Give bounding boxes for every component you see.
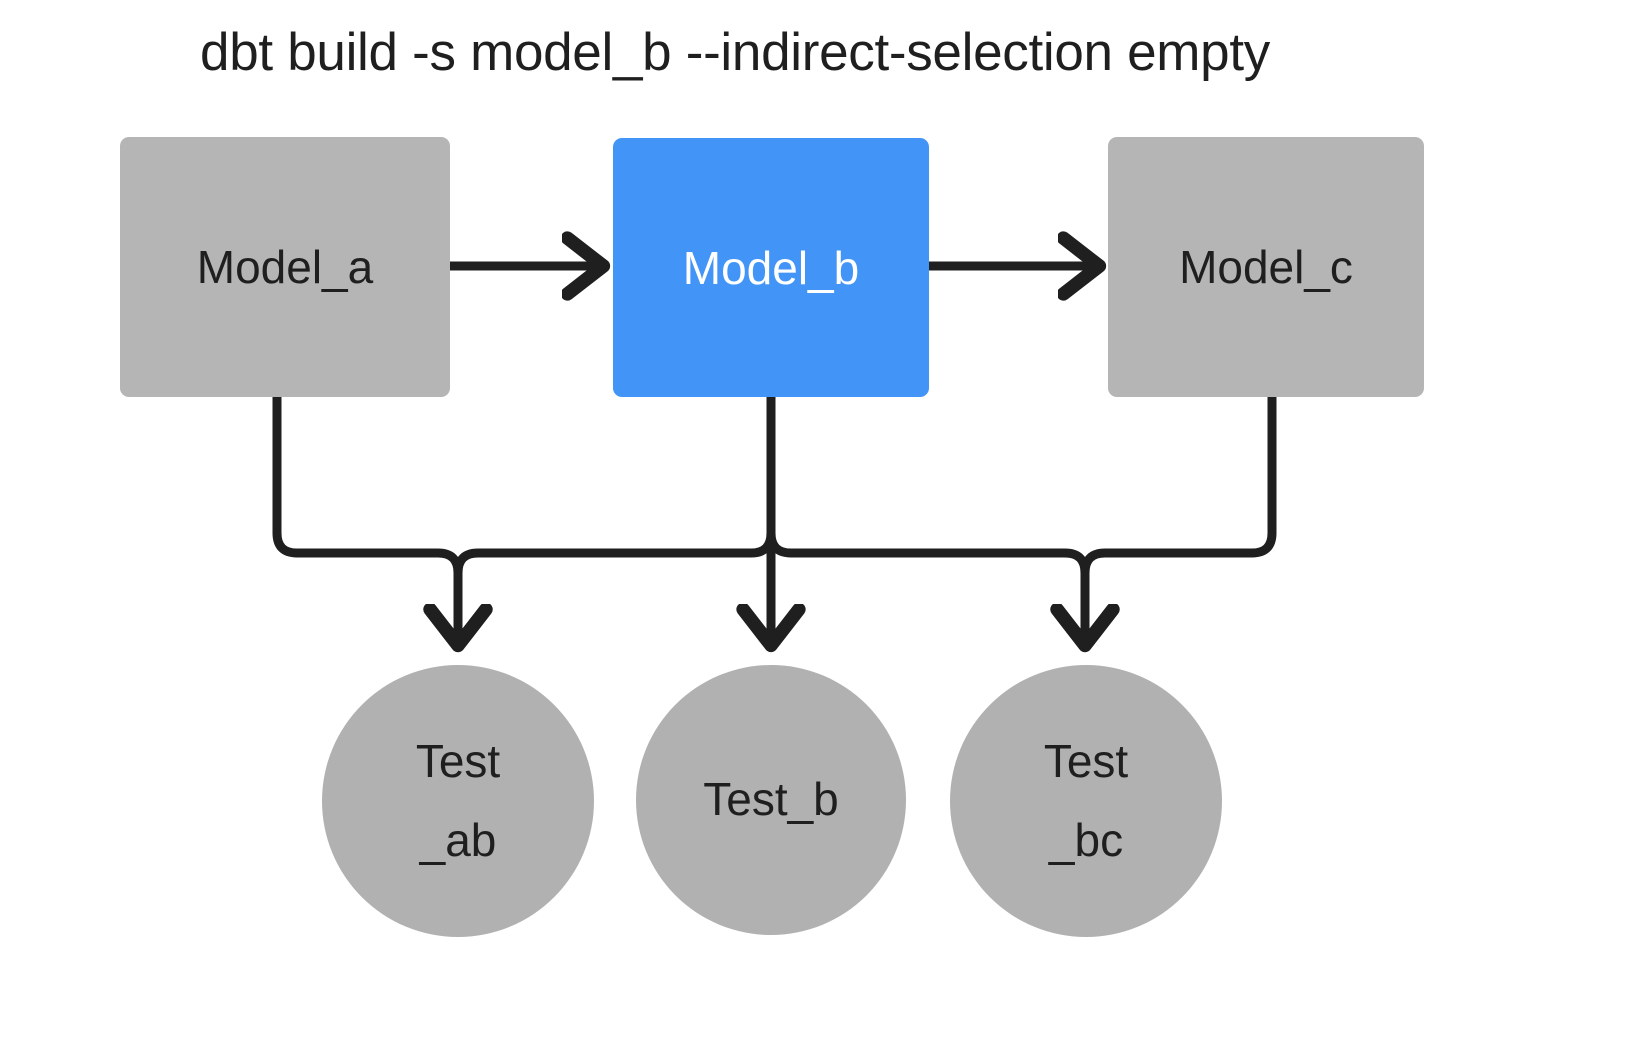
node-model-c-label: Model_c xyxy=(1179,241,1353,293)
edge-model-a-to-test-ab xyxy=(272,397,458,640)
edge-model-b-to-test-bc xyxy=(766,397,1085,640)
node-test-ab-label-line1: Test xyxy=(415,734,501,787)
node-test-bc-label-line2: _bc xyxy=(1048,814,1124,866)
node-model-c[interactable]: Model_c xyxy=(1108,137,1424,397)
node-model-b[interactable]: Model_b xyxy=(613,138,929,397)
node-model-b-label: Model_b xyxy=(682,241,860,294)
node-test-b-label-line1: Test_b xyxy=(703,773,839,826)
edge-model-c-to-test-bc xyxy=(1085,397,1277,640)
node-test-b[interactable]: Test_b xyxy=(636,665,906,935)
node-test-ab-label-line2: _ab xyxy=(419,814,497,866)
node-test-ab[interactable]: Test _ab xyxy=(322,665,594,937)
node-test-bc[interactable]: Test _bc xyxy=(950,665,1222,937)
edge-model-b-to-test-ab xyxy=(458,397,776,640)
node-model-a[interactable]: Model_a xyxy=(120,137,450,397)
page-title: dbt build -s model_b --indirect-selectio… xyxy=(200,23,1270,82)
node-test-bc-label-line1: Test xyxy=(1043,734,1129,787)
node-model-a-label: Model_a xyxy=(196,241,374,293)
